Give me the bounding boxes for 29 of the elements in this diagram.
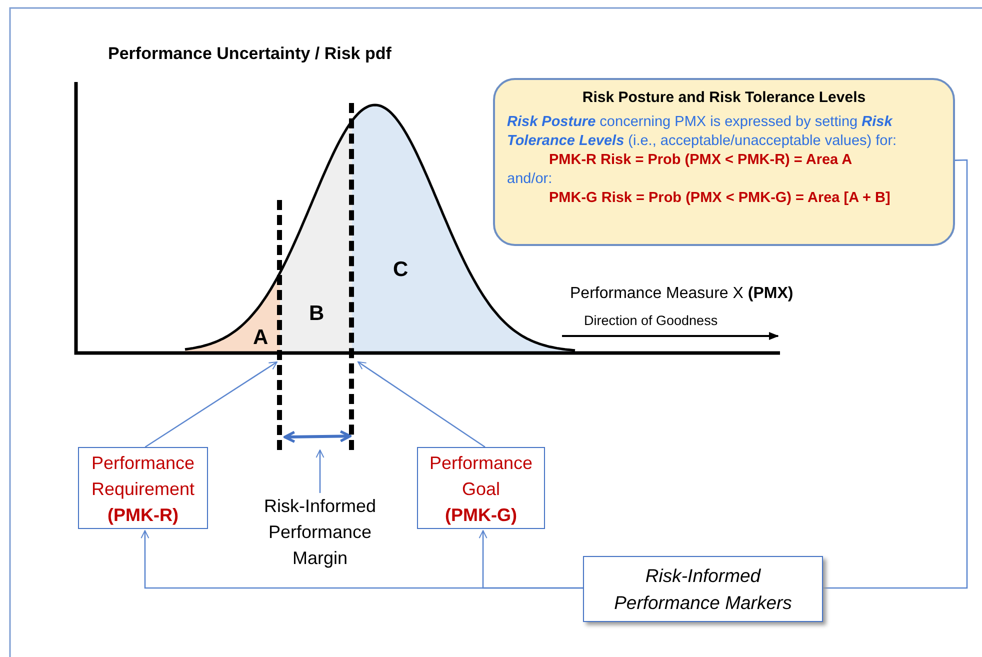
node-label: Risk-Informed Performance Markers (613, 564, 793, 615)
axis-label: Performance Measure X (PMX) (570, 285, 794, 303)
leader-line (316, 450, 324, 493)
axis-note: Direction of Goodness (584, 313, 718, 328)
markers-box (583, 556, 823, 622)
panel-text: and/or: (507, 170, 554, 189)
info-panel (493, 78, 955, 246)
requirement-dashed-line (277, 200, 283, 450)
arrow (358, 361, 486, 448)
formula: PMK-R Risk = Prob (PMX < PMK-R) = Area A (548, 151, 854, 170)
marker-box (78, 447, 208, 529)
arrow (478, 530, 583, 589)
box-label: Performance Goal (428, 452, 534, 501)
box-label: (PMK-R) (106, 504, 180, 527)
chart-title: Performance Uncertainty / Risk pdf (108, 44, 392, 64)
formula: PMK-G Risk = Prob (PMX < PMK-G) = Area [A + B] (548, 189, 892, 208)
panel-text: Risk Posture concerning PMX is expressed by setting Risk Tolerance Levels (i.e., acceptable/unacceptable values) for: (507, 113, 898, 151)
node-label: Risk-Informed Performance Margin (262, 495, 378, 570)
goal-dashed-line (349, 103, 355, 450)
area-label: C (393, 258, 408, 282)
box-label: (PMK-G) (444, 504, 518, 527)
marker-box (417, 447, 545, 529)
arrow (283, 430, 352, 443)
box-label: Performance Requirement (90, 452, 196, 501)
area-label: A (253, 326, 268, 350)
area-label: B (309, 302, 324, 326)
arrow (144, 361, 278, 448)
connector-line (823, 159, 968, 589)
panel-heading: Risk Posture and Risk Tolerance Levels (581, 88, 867, 107)
